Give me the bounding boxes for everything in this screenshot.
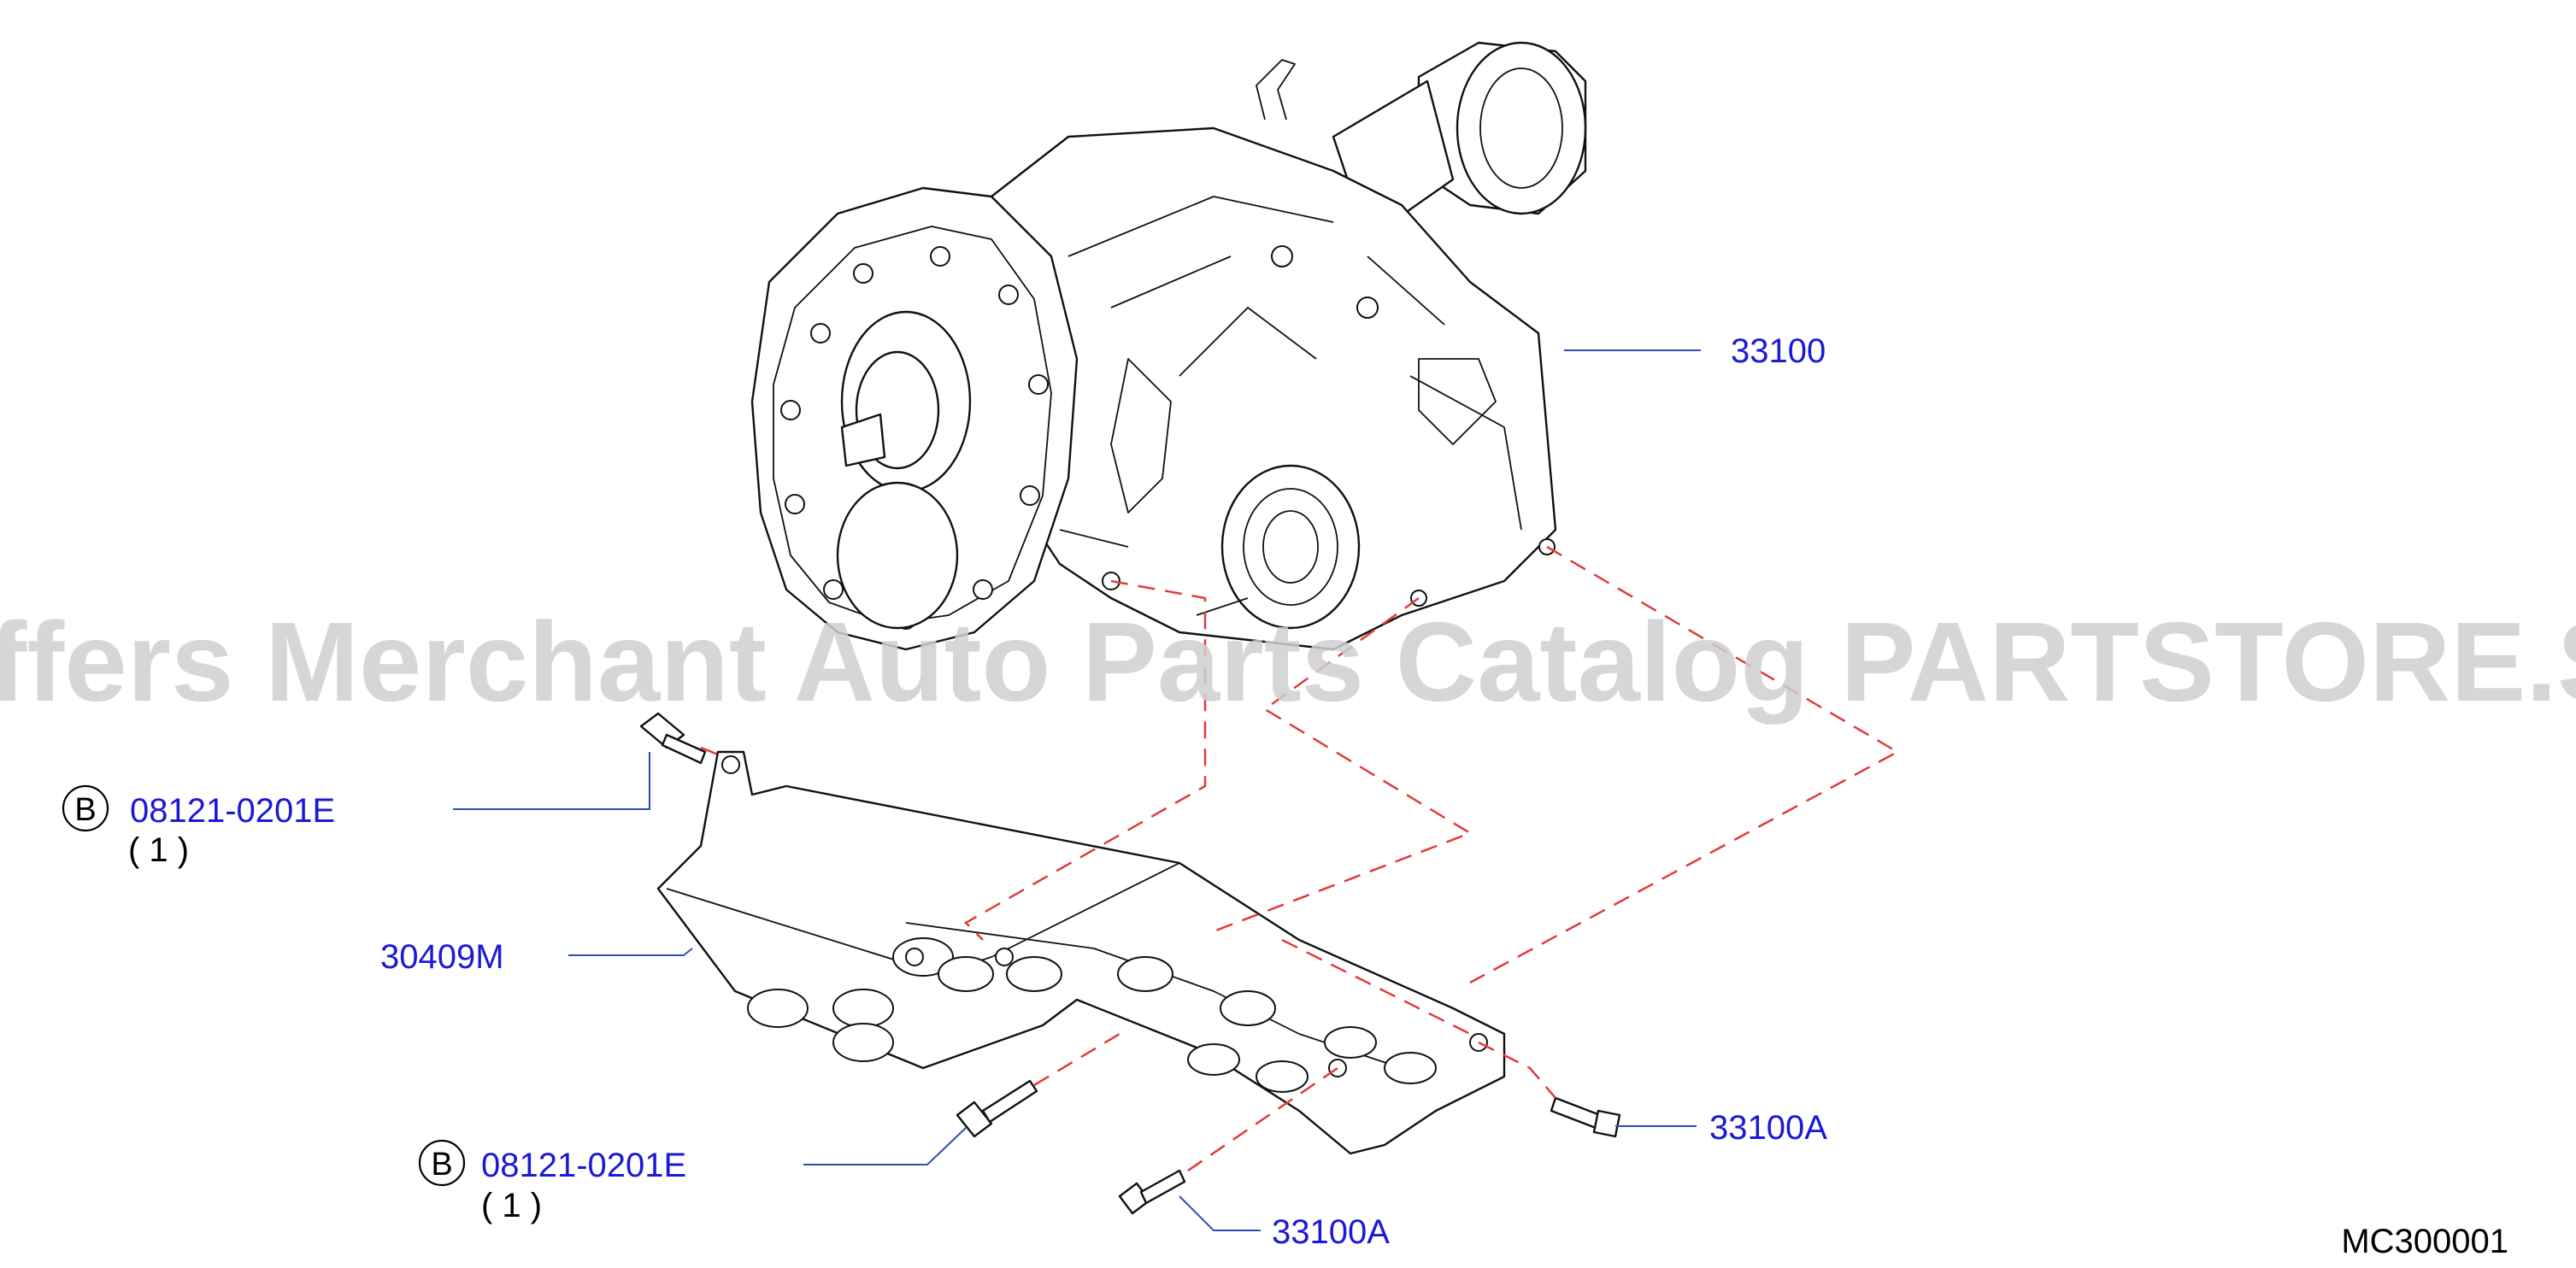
part-number-33100[interactable]: 33100 [1731, 332, 1826, 370]
callout-bolt-upper: B 08121-0201E ( 1 ) [62, 784, 335, 869]
callout-bolt-lower: B 08121-0201E ( 1 ) [418, 1139, 686, 1224]
part-number-30409M[interactable]: 30409M [380, 938, 504, 976]
stud-right-icon[interactable] [1550, 1096, 1621, 1138]
bracket-hole-icons [747, 937, 1437, 1093]
part-number-08121-0201E-upper[interactable]: 08121-0201E [130, 792, 335, 830]
circle-letter: B [74, 792, 96, 828]
circle-letter: B [431, 1147, 452, 1183]
circle-b-badge-icon [418, 1139, 466, 1187]
bracket-drawing[interactable] [656, 750, 1506, 1155]
bolt-lower-icon[interactable] [956, 1079, 1038, 1138]
transfer-assembly-drawing[interactable] [750, 41, 1587, 651]
watermark-text: Offers Merchant Auto Parts Catalog PARTS… [0, 599, 2576, 725]
part-number-33100A-right[interactable]: 33100A [1709, 1109, 1827, 1147]
bolt-upper-icon[interactable] [639, 712, 707, 765]
part-number-33100A-bottom[interactable]: 33100A [1272, 1213, 1390, 1251]
stud-bottom-icon[interactable] [1118, 1169, 1186, 1215]
leader-lines [453, 349, 1701, 1231]
part-number-08121-0201E-lower[interactable]: 08121-0201E [481, 1147, 686, 1184]
quantity-lower: ( 1 ) [481, 1187, 542, 1224]
assembly-guide-lines [700, 545, 1900, 1172]
circle-b-badge-icon [62, 784, 109, 832]
quantity-upper: ( 1 ) [128, 831, 189, 869]
diagram-code: MC300001 [2341, 1223, 2508, 1260]
